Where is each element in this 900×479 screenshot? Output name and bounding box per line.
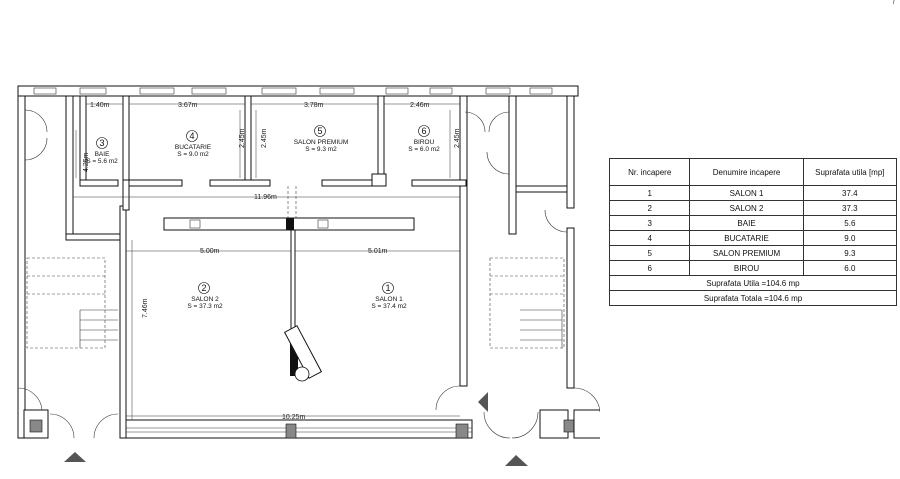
table-row: 2 SALON 2 37.3: [608, 200, 898, 216]
room-label-5: 5 SALON PREMIUM S = 9.3 m2: [294, 125, 349, 153]
stairs-right: [489, 257, 565, 349]
room-area-5: S = 9.3 m2: [305, 146, 337, 153]
legend-cell-area: 6.0: [802, 260, 898, 276]
room-number-4: 4: [189, 131, 194, 141]
area-legend-table: Nr. incapere Denumire incapere Suprafata…: [608, 158, 898, 306]
room-name-2: SALON 2: [191, 296, 219, 303]
dim-11-96: 11.96m: [254, 194, 277, 201]
table-row: 1 SALON 1 37.4: [608, 185, 898, 201]
room-number-2: 2: [201, 283, 206, 293]
legend-cell-nr: 1: [608, 185, 691, 201]
left-wall: [17, 95, 127, 439]
legend-cell-name: SALON 1: [689, 185, 804, 201]
legend-cell-nr: 5: [608, 245, 691, 261]
room-name-4: BUCATARIE: [175, 144, 212, 151]
room-label-3: 3 BAIE S = 5.6 m2: [86, 137, 118, 165]
room-area-4: S = 9.0 m2: [177, 151, 209, 158]
entrance-arrows: [64, 392, 528, 466]
corner-mark: r: [893, 0, 895, 6]
legend-total-util-row: Suprafata Utila =104.6 mp: [609, 275, 897, 291]
legend-total-util: Suprafata Utila =104.6 mp: [609, 275, 897, 291]
legend-header-name: Denumire incapere: [689, 158, 804, 186]
legend-cell-area: 5.6: [802, 215, 898, 231]
table-row: 6 BIROU 6.0: [608, 260, 898, 276]
room-label-1: 1 SALON 1 S = 37.4 m2: [371, 282, 407, 310]
room-area-2: S = 37.3 m2: [187, 303, 223, 310]
dim-5-01: 5.01m: [368, 248, 388, 255]
legend-total-total: Suprafata Totala =104.6 mp: [609, 290, 897, 306]
room-area-6: S = 6.0 m2: [408, 146, 440, 153]
legend-cell-name: BUCATARIE: [689, 230, 804, 246]
room-number-5: 5: [317, 126, 322, 136]
floor-plan: 1.40m 3.67m 3.78m 2.46m 2.45m 2.45m 2.45…: [17, 85, 600, 466]
room-name-1: SALON 1: [375, 296, 403, 303]
dim-7-46: 7.46m: [142, 298, 149, 318]
counter: [163, 186, 415, 382]
room-area-3: S = 5.6 m2: [86, 158, 118, 165]
dim-3-67: 3.67m: [178, 102, 198, 109]
dim-2-45-a: 2.45m: [239, 128, 246, 148]
room-area-1: S = 37.4 m2: [371, 303, 407, 310]
dim-10-25: 10.25m: [282, 414, 306, 421]
room-label-2: 2 SALON 2 S = 37.3 m2: [187, 282, 223, 310]
table-row: 5 SALON PREMIUM 9.3: [608, 245, 898, 261]
table-row: 4 BUCATARIE 9.0: [608, 230, 898, 246]
room-label-4: 4 BUCATARIE S = 9.0 m2: [175, 130, 212, 158]
legend-cell-nr: 4: [608, 230, 691, 246]
top-wall: [17, 85, 579, 97]
dim-2-45-c: 2.45m: [454, 128, 461, 148]
room-number-3: 3: [99, 138, 104, 148]
room-label-6: 6 BIROU S = 6.0 m2: [408, 125, 440, 153]
dimension-labels: 1.40m 3.67m 3.78m 2.46m 2.45m 2.45m 2.45…: [83, 102, 461, 421]
room-name-6: BIROU: [414, 139, 435, 146]
legend-cell-nr: 2: [608, 200, 691, 216]
dimension-lines: [73, 103, 460, 420]
legend-header-area: Suprafata utila [mp]: [802, 158, 898, 186]
room-number-6: 6: [421, 126, 426, 136]
legend-cell-name: SALON PREMIUM: [689, 245, 804, 261]
legend-cell-nr: 3: [608, 215, 691, 231]
bottom-wall: [23, 409, 600, 439]
dim-2-45-b: 2.45m: [261, 128, 268, 148]
legend-total-row: Suprafata Totala =104.6 mp: [609, 290, 897, 306]
interior-walls: [79, 95, 467, 211]
door-swings: [17, 109, 600, 439]
room-number-1: 1: [385, 283, 390, 293]
legend-cell-name: BIROU: [689, 260, 804, 276]
legend-cell-area: 9.0: [802, 230, 898, 246]
legend-header-row: Nr. incapere Denumire incapere Suprafata…: [608, 158, 898, 186]
legend-cell-area: 37.4: [802, 185, 898, 201]
legend-header-nr: Nr. incapere: [608, 158, 691, 186]
legend-cell-nr: 6: [608, 260, 691, 276]
table-row: 3 BAIE 5.6: [608, 215, 898, 231]
right-wall: [459, 95, 575, 389]
dim-2-46: 2.46m: [410, 102, 430, 109]
dim-1-40: 1.40m: [90, 102, 110, 109]
room-name-3: BAIE: [95, 151, 110, 158]
stairs-left: [26, 257, 118, 349]
legend-cell-name: BAIE: [689, 215, 804, 231]
legend-cell-area: 37.3: [802, 200, 898, 216]
legend-cell-name: SALON 2: [689, 200, 804, 216]
dim-4-25: 4.25m: [83, 152, 90, 172]
legend-cell-area: 9.3: [802, 245, 898, 261]
room-name-5: SALON PREMIUM: [294, 139, 349, 146]
dim-5-00: 5.00m: [200, 248, 220, 255]
dim-3-78: 3.78m: [304, 102, 324, 109]
